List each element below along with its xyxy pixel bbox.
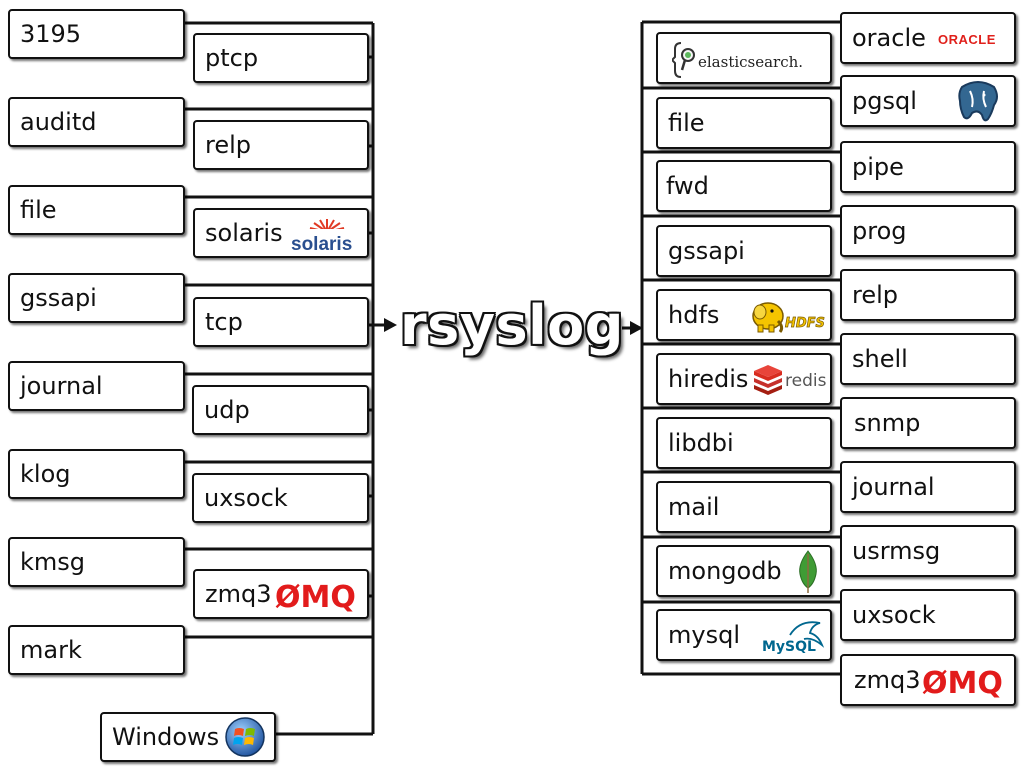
svg-text:ORACLE: ORACLE bbox=[938, 32, 996, 47]
input-label: ptcp bbox=[205, 44, 259, 72]
input-klog: klog bbox=[8, 449, 185, 499]
output-label: journal bbox=[852, 473, 935, 501]
output-oracle: oracle ORACLE bbox=[840, 12, 1016, 64]
input-relp: relp bbox=[193, 120, 369, 170]
svg-text:ØMQ: ØMQ bbox=[922, 666, 1003, 699]
output-mysql: mysql MySQL bbox=[656, 609, 832, 661]
output-snmp: snmp bbox=[840, 397, 1016, 449]
svg-text:solaris: solaris bbox=[291, 234, 352, 254]
input-label: gssapi bbox=[20, 284, 97, 312]
output-pgsql: pgsql bbox=[840, 75, 1016, 127]
input-uxsock: uxsock bbox=[192, 473, 369, 523]
output-mongodb: mongodb bbox=[656, 545, 832, 597]
input-label: klog bbox=[20, 460, 71, 488]
output-label: prog bbox=[852, 217, 907, 245]
oracle-logo-icon: ORACLE bbox=[936, 28, 1008, 50]
input-label: uxsock bbox=[204, 484, 288, 512]
output-label: snmp bbox=[854, 409, 921, 437]
solaris-logo-icon: solaris bbox=[290, 216, 364, 254]
output-label: gssapi bbox=[668, 237, 745, 265]
output-label: relp bbox=[852, 281, 899, 309]
output-label: fwd bbox=[666, 172, 709, 200]
output-label: pgsql bbox=[852, 87, 917, 115]
input-label: relp bbox=[205, 131, 252, 159]
input-label: 3195 bbox=[20, 20, 82, 48]
rsyslog-title: rsyslog bbox=[398, 290, 626, 360]
output-hdfs: hdfs HDFS bbox=[656, 289, 832, 341]
input-3195: 3195 bbox=[8, 9, 185, 59]
svg-text:ØMQ: ØMQ bbox=[275, 580, 356, 613]
input-windows: Windows bbox=[100, 712, 276, 762]
output-label: uxsock bbox=[852, 601, 936, 629]
output-shell: shell bbox=[840, 333, 1016, 385]
input-label: journal bbox=[20, 372, 103, 400]
output-label: mail bbox=[668, 493, 720, 521]
input-mark: mark bbox=[8, 625, 185, 675]
output-label: file bbox=[668, 109, 705, 137]
output-usrmsg: usrmsg bbox=[840, 525, 1016, 577]
output-label: usrmsg bbox=[852, 537, 941, 565]
output-label: mysql bbox=[668, 621, 740, 649]
rsyslog-title-text: rsyslog bbox=[400, 293, 624, 357]
output-label: shell bbox=[852, 345, 908, 373]
svg-text:redis: redis bbox=[785, 371, 827, 391]
output-elasticsearch: elasticsearch. bbox=[656, 32, 832, 84]
input-file: file bbox=[8, 185, 185, 235]
input-zmq3: zmq3 ØMQ bbox=[193, 569, 369, 619]
input-label: kmsg bbox=[20, 548, 86, 576]
output-gssapi: gssapi bbox=[656, 225, 832, 277]
output-label: mongodb bbox=[668, 557, 782, 585]
input-label: udp bbox=[204, 396, 250, 424]
input-label: auditd bbox=[20, 108, 97, 136]
output-label: hiredis bbox=[668, 365, 749, 393]
input-solaris: solaris solaris bbox=[193, 208, 369, 258]
input-journal: journal bbox=[8, 361, 185, 411]
input-kmsg: kmsg bbox=[8, 537, 185, 587]
output-mail: mail bbox=[656, 481, 832, 533]
output-label: zmq3 bbox=[854, 666, 921, 694]
input-gssapi: gssapi bbox=[8, 273, 185, 323]
windows-logo-icon bbox=[224, 716, 266, 758]
output-label: libdbi bbox=[668, 429, 734, 457]
output-uxsock: uxsock bbox=[840, 589, 1016, 641]
input-label: solaris bbox=[205, 219, 283, 247]
input-label: file bbox=[20, 196, 57, 224]
svg-text:HDFS: HDFS bbox=[785, 316, 825, 331]
output-label: hdfs bbox=[668, 301, 720, 329]
input-label: Windows bbox=[112, 723, 220, 751]
output-prog: prog bbox=[840, 205, 1016, 257]
zeromq-logo-icon: ØMQ bbox=[275, 577, 367, 613]
output-journal: journal bbox=[840, 461, 1016, 513]
output-label: oracle bbox=[852, 24, 926, 52]
output-file: file bbox=[656, 97, 832, 149]
input-udp: udp bbox=[192, 385, 369, 435]
output-pipe: pipe bbox=[840, 141, 1016, 193]
svg-text:elasticsearch.: elasticsearch. bbox=[698, 53, 803, 71]
zeromq-logo-icon: ØMQ bbox=[922, 663, 1014, 699]
input-label: zmq3 bbox=[205, 580, 272, 608]
postgresql-elephant-icon bbox=[954, 79, 1002, 125]
hadoop-elephant-icon: HDFS bbox=[750, 297, 826, 335]
mongodb-leaf-icon bbox=[796, 550, 820, 594]
input-ptcp: ptcp bbox=[193, 33, 369, 83]
input-tcp: tcp bbox=[193, 297, 369, 347]
output-label: pipe bbox=[852, 153, 904, 181]
output-hiredis: hiredis redis bbox=[656, 353, 832, 405]
input-auditd: auditd bbox=[8, 97, 185, 147]
redis-logo-icon: redis bbox=[752, 363, 832, 397]
svg-text:MySQL: MySQL bbox=[762, 639, 816, 655]
output-zmq3: zmq3 ØMQ bbox=[840, 654, 1016, 706]
elasticsearch-logo-icon: elasticsearch. bbox=[672, 40, 824, 80]
output-libdbi: libdbi bbox=[656, 417, 832, 469]
output-relp: relp bbox=[840, 269, 1016, 321]
output-fwd: fwd bbox=[656, 160, 832, 212]
mysql-dolphin-icon: MySQL bbox=[760, 615, 830, 657]
input-label: mark bbox=[20, 636, 82, 664]
input-label: tcp bbox=[205, 308, 243, 336]
